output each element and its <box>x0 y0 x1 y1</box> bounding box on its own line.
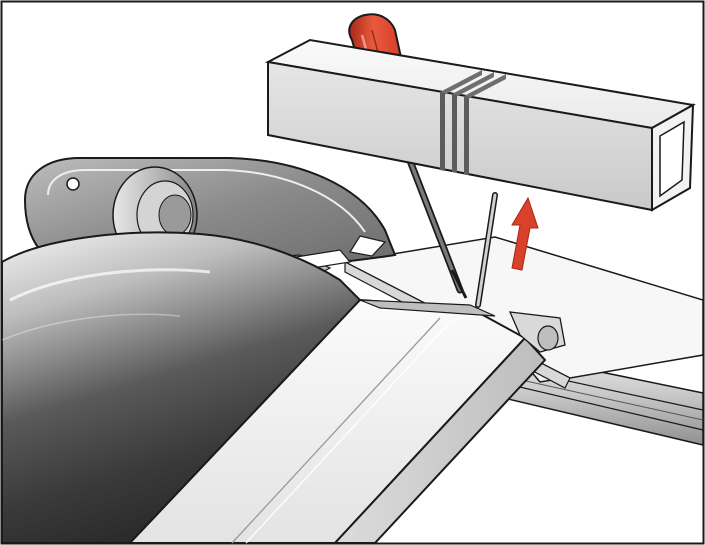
mounting-hole <box>66 177 80 191</box>
tube-tape-bands <box>440 70 506 175</box>
fabric-roller <box>1 231 362 544</box>
front-profile-bar <box>127 298 566 544</box>
up-arrow-icon <box>511 196 539 271</box>
square-tube <box>264 38 696 212</box>
